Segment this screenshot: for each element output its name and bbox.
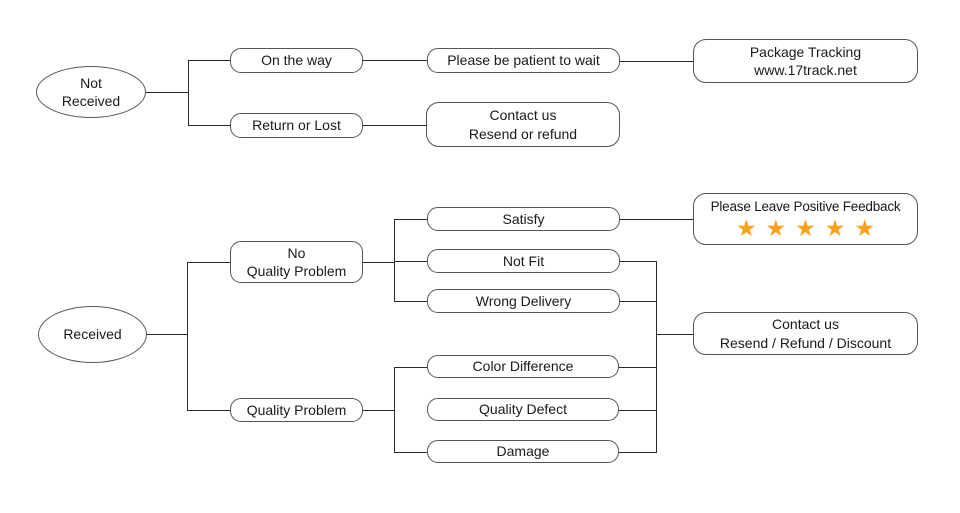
connector-line [620, 61, 693, 62]
connector-line [656, 334, 693, 335]
node-wrong-delivery: Wrong Delivery [427, 289, 620, 313]
connector-line [147, 334, 187, 335]
node-positive-feedback: Please Leave Positive Feedback ★★★★★ [693, 193, 918, 245]
node-damage: Damage [427, 440, 619, 463]
node-no-quality-problem: No Quality Problem [230, 241, 363, 283]
connector-line [394, 452, 427, 453]
node-quality-defect: Quality Defect [427, 398, 619, 421]
connector-line [394, 367, 427, 368]
node-received: Received [38, 306, 147, 363]
connector-line [363, 410, 394, 411]
connector-line [363, 125, 426, 126]
positive-feedback-label: Please Leave Positive Feedback [710, 199, 901, 215]
node-not-received: Not Received [36, 66, 146, 118]
node-contact-resend-refund-discount: Contact us Resend / Refund / Discount [693, 312, 918, 355]
connector-line [188, 125, 230, 126]
node-not-fit: Not Fit [427, 249, 620, 273]
node-contact-resend-or-refund: Contact us Resend or refund [426, 102, 620, 147]
connector-line [187, 262, 188, 410]
node-color-difference: Color Difference [427, 355, 619, 378]
node-return-or-lost: Return or Lost [230, 113, 363, 138]
connector-line [145, 92, 188, 93]
node-satisfy: Satisfy [427, 207, 620, 231]
connector-line [187, 262, 230, 263]
node-quality-problem: Quality Problem [230, 398, 363, 422]
connector-line [187, 410, 230, 411]
connector-line [619, 410, 656, 411]
connector-line [394, 219, 427, 220]
connector-line [394, 219, 395, 302]
node-please-be-patient: Please be patient to wait [427, 48, 620, 73]
node-package-tracking: Package Tracking www.17track.net [693, 39, 918, 83]
node-on-the-way: On the way [230, 48, 363, 73]
connector-line [619, 452, 656, 453]
connector-line [363, 262, 394, 263]
connector-line [394, 261, 427, 262]
connector-line [188, 60, 230, 61]
connector-line [619, 367, 656, 368]
connector-line [620, 261, 656, 262]
connector-line [363, 60, 427, 61]
connector-line [620, 219, 693, 220]
connector-line [620, 301, 656, 302]
star-rating-icons: ★★★★★ [735, 214, 885, 241]
connector-line [394, 301, 427, 302]
connector-line [188, 60, 189, 126]
connector-line [394, 367, 395, 452]
connector-line [656, 261, 657, 453]
